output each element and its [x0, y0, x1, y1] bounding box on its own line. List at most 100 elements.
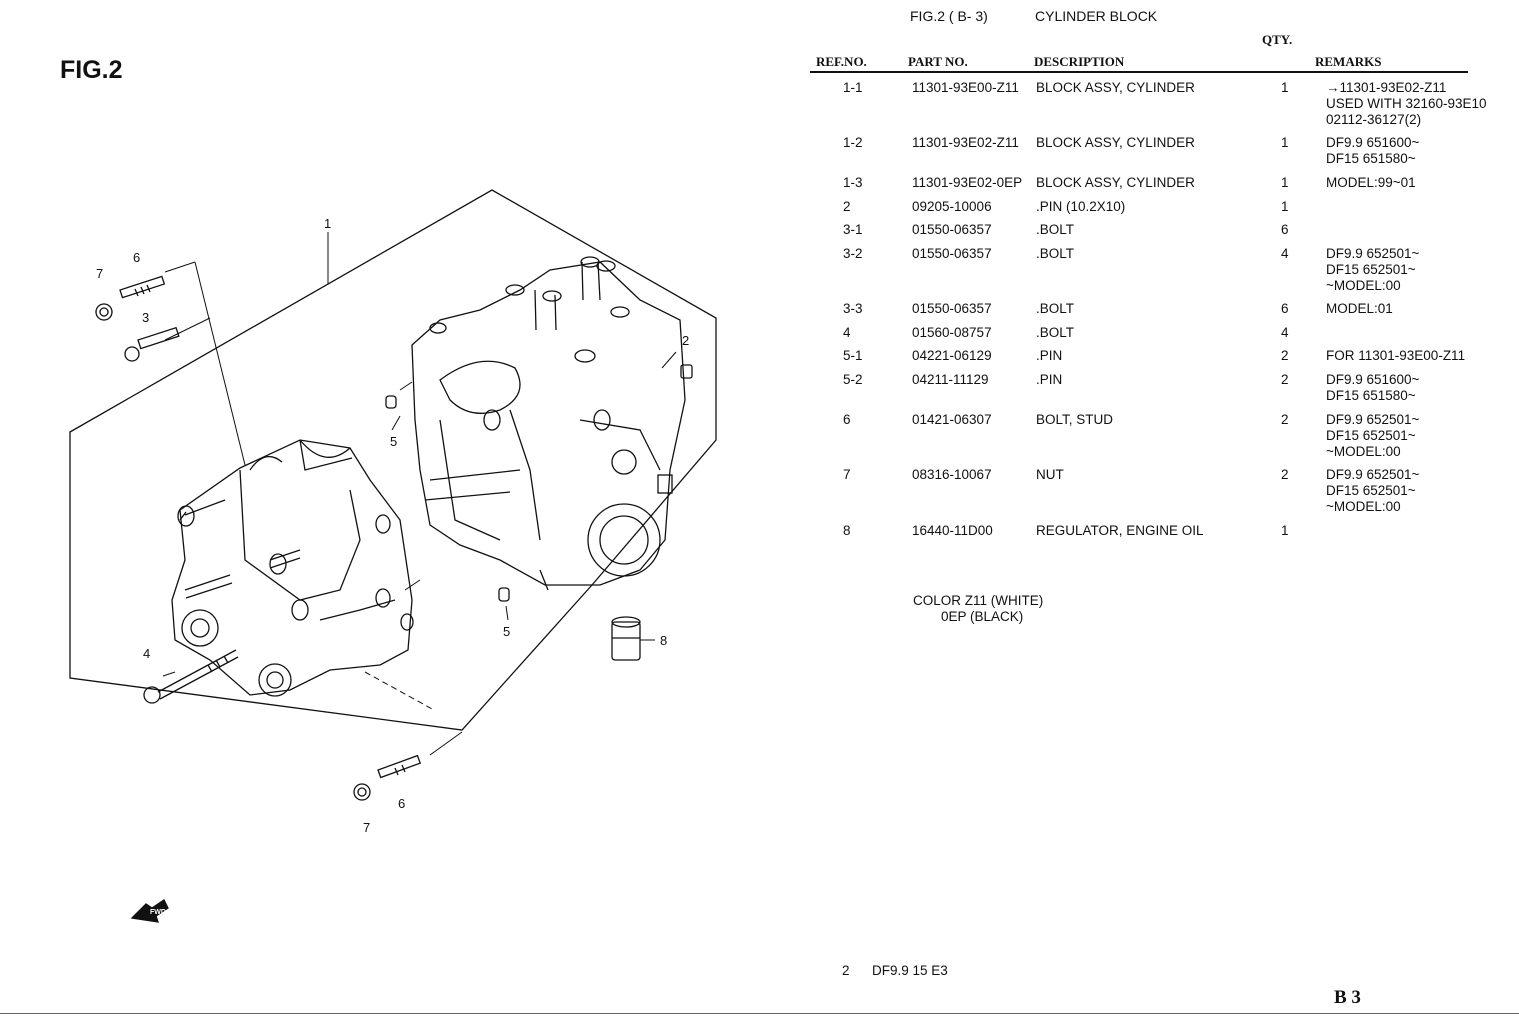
row-qty: 2 — [1281, 412, 1289, 427]
footer-model: DF9.9 15 E3 — [872, 963, 948, 978]
row-remarks: DF9.9 651600~DF15 651580~ — [1326, 372, 1419, 404]
stud-bolt-bottom — [377, 754, 422, 779]
row-part-no: 11301-93E02-Z11 — [912, 135, 1019, 150]
crankcase-left-half — [171, 439, 414, 697]
dowel-pin-2 — [680, 364, 693, 379]
row-qty: 4 — [1281, 246, 1289, 261]
remark-line: DF15 651580~ — [1326, 388, 1416, 403]
row-description: .PIN — [1036, 348, 1063, 363]
callout-4: 4 — [143, 646, 150, 661]
callout-7-upper: 7 — [96, 266, 103, 281]
row-description: .BOLT — [1036, 222, 1075, 237]
row-description: .BOLT — [1036, 246, 1075, 261]
row-ref-no: 4 — [843, 325, 851, 340]
remark-line: DF9.9 651600~ — [1326, 135, 1420, 150]
row-part-no: 01550-06357 — [912, 301, 992, 316]
remark-line: MODEL:99~01 — [1326, 175, 1416, 190]
footer-section-code: B 3 — [1334, 987, 1361, 1008]
row-ref-no: 3-1 — [843, 222, 863, 237]
callout-2: 2 — [682, 333, 689, 348]
row-remarks: FOR 11301-93E00-Z11 — [1326, 348, 1465, 364]
row-qty: 2 — [1281, 372, 1289, 387]
color-note: COLOR Z11 (WHITE) 0EP (BLACK) — [913, 593, 1043, 625]
row-description: BOLT, STUD — [1036, 412, 1114, 427]
row-description: REGULATOR, ENGINE OIL — [1036, 523, 1204, 538]
row-part-no: 01550-06357 — [912, 222, 992, 237]
header-rule — [810, 71, 1468, 73]
callout-3: 3 — [142, 310, 149, 325]
row-part-no: 01560-08757 — [912, 325, 992, 340]
exploded-parts-diagram: FWD 1 2 3 4 5 5 6 6 7 7 8 — [69, 189, 717, 923]
remark-line: DF15 652501~ — [1326, 483, 1416, 498]
header-title: CYLINDER BLOCK — [1035, 8, 1158, 24]
row-part-no: 01550-06357 — [912, 246, 992, 261]
figure-label: FIG.2 — [60, 56, 123, 84]
remark-line: →11301-93E02-Z11 — [1326, 80, 1447, 95]
assembly-frame — [69, 189, 717, 731]
callout-7-lower: 7 — [363, 820, 370, 835]
row-part-no: 09205-10006 — [912, 199, 992, 214]
row-description: BLOCK ASSY, CYLINDER — [1036, 80, 1195, 95]
row-qty: 6 — [1281, 301, 1289, 316]
callout-5-lower: 5 — [503, 624, 510, 639]
column-ref-header: REF.NO. — [816, 54, 867, 69]
row-ref-no: 5-1 — [843, 348, 863, 363]
row-qty: 6 — [1281, 222, 1289, 237]
row-part-no: 04221-06129 — [912, 348, 992, 363]
cylinder-block-right-half — [411, 256, 686, 591]
nut-bottom — [353, 783, 371, 801]
row-part-no: 04211-11129 — [912, 372, 989, 387]
column-desc-header: DESCRIPTION — [1034, 54, 1125, 69]
row-remarks: DF9.9 652501~DF15 652501~~MODEL:00 — [1326, 246, 1419, 294]
row-ref-no: 1-3 — [843, 175, 863, 190]
stud-bolt-top — [119, 275, 166, 299]
remark-line: 02112-36127(2) — [1326, 112, 1422, 127]
row-qty: 1 — [1281, 80, 1289, 95]
row-part-no: 01421-06307 — [912, 412, 992, 427]
row-ref-no: 1-1 — [843, 80, 863, 95]
row-part-no: 11301-93E00-Z11 — [912, 80, 1019, 95]
row-remarks: DF9.9 651600~DF15 651580~ — [1326, 135, 1419, 167]
row-qty: 1 — [1281, 135, 1289, 150]
header-figure-ref: FIG.2 ( B- 3) — [910, 8, 988, 24]
callout-5-upper: 5 — [390, 434, 397, 449]
remark-line: ~MODEL:00 — [1326, 278, 1401, 293]
row-description: BLOCK ASSY, CYLINDER — [1036, 135, 1195, 150]
remark-line: DF15 652501~ — [1326, 262, 1416, 277]
column-part-header: PART NO. — [908, 54, 968, 69]
row-part-no: 08316-10067 — [912, 467, 992, 482]
bottom-rule — [0, 1013, 1519, 1014]
row-qty: 1 — [1281, 175, 1289, 190]
row-part-no: 16440-11D00 — [912, 523, 993, 538]
row-description: .BOLT — [1036, 325, 1075, 340]
row-qty: 4 — [1281, 325, 1289, 340]
remark-line: DF9.9 652501~ — [1326, 246, 1420, 261]
forward-label: FWD — [150, 909, 166, 916]
color-note-line1: COLOR Z11 (WHITE) — [913, 593, 1044, 608]
row-ref-no: 7 — [843, 467, 851, 482]
nut-top — [95, 303, 113, 321]
forward-arrow-icon: FWD — [130, 899, 169, 923]
remark-line: DF9.9 652501~ — [1326, 412, 1420, 427]
column-qty-header: QTY. — [1262, 32, 1293, 47]
remark-line: DF9.9 652501~ — [1326, 467, 1420, 482]
leader-lines — [162, 232, 677, 756]
row-qty: 2 — [1281, 467, 1289, 482]
remark-line: MODEL:01 — [1326, 301, 1393, 316]
row-description: NUT — [1036, 467, 1064, 482]
bolt-3 — [124, 326, 180, 362]
row-ref-no: 3-2 — [843, 246, 863, 261]
remark-line: ~MODEL:00 — [1326, 444, 1401, 459]
callout-1: 1 — [324, 216, 331, 231]
row-part-no: 11301-93E02-0EP — [912, 175, 1023, 190]
row-remarks: DF9.9 652501~DF15 652501~~MODEL:00 — [1326, 412, 1419, 460]
row-qty: 1 — [1281, 523, 1289, 538]
row-remarks: MODEL:99~01 — [1326, 175, 1416, 191]
row-qty: 1 — [1281, 199, 1289, 214]
remark-line: ~MODEL:00 — [1326, 499, 1401, 514]
oil-regulator — [611, 616, 641, 661]
remark-line: USED WITH 32160-93E10 — [1326, 96, 1487, 111]
row-remarks: DF9.9 652501~DF15 652501~~MODEL:00 — [1326, 467, 1419, 515]
pin-5-upper — [385, 395, 397, 409]
